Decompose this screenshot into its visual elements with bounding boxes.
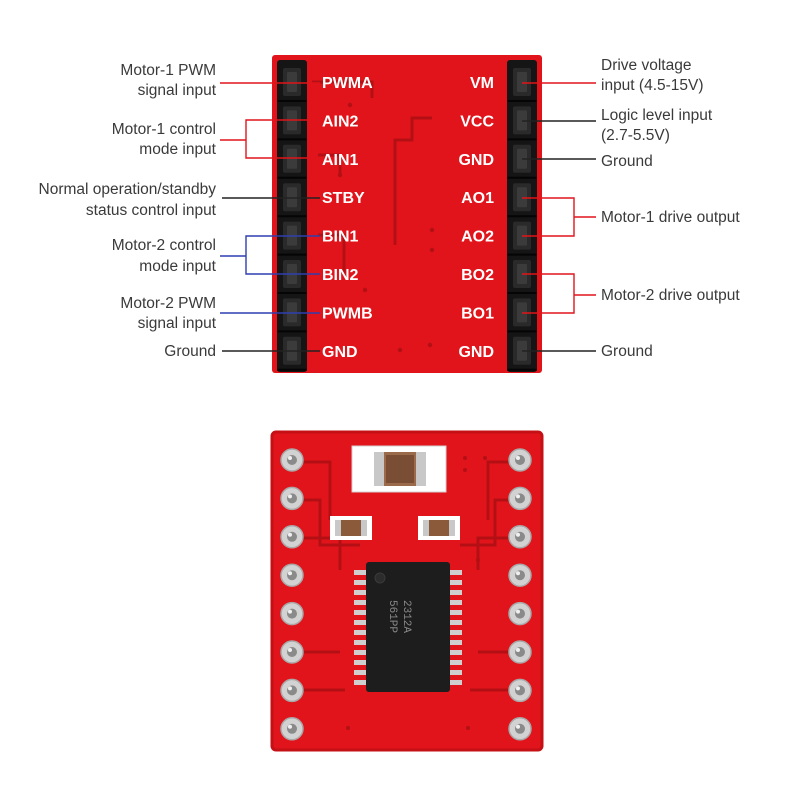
pcb-traces — [312, 80, 432, 275]
solder-pad-icon — [508, 563, 532, 587]
vm-desc-2: input (4.5-15V) — [601, 77, 704, 94]
small-capacitor-left — [330, 516, 372, 540]
motor1-mode-bracket — [220, 119, 320, 159]
solder-pad-icon — [508, 525, 532, 549]
pin-label-left-pwmb: PWMB — [322, 305, 373, 322]
pin-label-left-bin2: BIN2 — [322, 267, 359, 284]
pin-label-left-ain1: AIN1 — [322, 152, 359, 169]
bottom-board-view: 2312A 561PP — [270, 430, 544, 752]
solder-pad-icon — [508, 640, 532, 664]
ground-top-right-desc: Ground — [601, 153, 653, 170]
pwma-desc-2: signal input — [138, 82, 217, 99]
solder-pad-icon — [508, 448, 532, 472]
motor2-out-desc: Motor-2 drive output — [601, 287, 740, 304]
motor1-mode-desc-2: mode input — [139, 141, 216, 158]
stby-desc: Normal operation/standby — [39, 181, 217, 198]
right-callouts: Drive voltage input (4.5-15V) Logic leve… — [522, 57, 740, 360]
pin-label-right-gnd: GND — [458, 344, 494, 361]
pin-label-right-ao1: AO1 — [461, 190, 494, 207]
pin-label-left-bin1: BIN1 — [322, 229, 359, 246]
vcc-desc-2: (2.7-5.5V) — [601, 127, 670, 144]
solder-pad-icon — [280, 601, 304, 626]
ground-bottom-right-desc: Ground — [601, 343, 653, 360]
left-solder-pads — [280, 448, 304, 741]
solder-pad-icon — [508, 717, 532, 741]
pin-label-left-stby: STBY — [322, 190, 365, 207]
small-capacitor-right — [418, 516, 460, 540]
motor1-out-bracket — [522, 197, 596, 237]
chip-marking-1: 2312A — [400, 600, 412, 633]
top-pcb-board — [272, 55, 542, 373]
solder-pad-icon — [280, 640, 304, 664]
ic-chip-icon: 2312A 561PP — [366, 562, 450, 692]
solder-pad-icon — [508, 601, 532, 626]
pwmb-desc-2: signal input — [138, 315, 217, 332]
left-callouts: Motor-1 PWM signal input Motor-1 control… — [39, 62, 320, 360]
left-header-pin — [277, 68, 307, 102]
stby-desc-2: status control input — [86, 202, 217, 219]
vcc-desc: Logic level input — [601, 107, 713, 124]
solder-pad-icon — [280, 525, 304, 549]
pin-label-left-pwma: PWMA — [322, 75, 373, 92]
solder-pad-icon — [280, 563, 304, 587]
right-header-pin — [507, 183, 537, 218]
vm-desc: Drive voltage — [601, 57, 691, 74]
smd-capacitor-icon — [374, 452, 426, 486]
solder-pad-icon — [280, 717, 304, 741]
chip-pin1-dot — [374, 572, 386, 584]
right-pin-header — [507, 60, 537, 372]
pin-label-right-ao2: AO2 — [461, 229, 494, 246]
left-header-pin — [277, 183, 307, 218]
solder-pad-icon — [280, 486, 304, 511]
pwma-desc: Motor-1 PWM — [120, 62, 216, 79]
chip-body — [366, 562, 450, 692]
motor2-mode-desc-2: mode input — [139, 258, 216, 275]
pwmb-desc: Motor-2 PWM — [120, 295, 216, 312]
pin-label-left-gnd: GND — [322, 344, 358, 361]
solder-pad-icon — [508, 486, 532, 511]
pin-label-left-ain2: AIN2 — [322, 113, 359, 130]
solder-pad-icon — [280, 678, 304, 703]
motor1-out-desc: Motor-1 drive output — [601, 209, 740, 226]
motor2-mode-desc: Motor-2 control — [112, 237, 216, 254]
board-edge-shade — [270, 430, 544, 752]
right-header-pin — [507, 68, 537, 102]
ground-left-desc: Ground — [164, 343, 216, 360]
motor1-mode-desc: Motor-1 control — [112, 121, 216, 138]
left-pin-header — [277, 60, 307, 372]
pin-label-right-gnd: GND — [458, 152, 494, 169]
motor2-out-bracket — [522, 273, 596, 314]
pin-label-right-bo1: BO1 — [461, 305, 494, 322]
pin-label-right-bo2: BO2 — [461, 267, 494, 284]
motor2-mode-bracket — [220, 235, 320, 275]
right-solder-pads — [508, 448, 532, 741]
solder-pad-icon — [508, 678, 532, 703]
pin-label-right-vcc: VCC — [460, 113, 494, 130]
chip-marking-2: 561PP — [386, 600, 398, 633]
left-header-pin — [277, 144, 307, 179]
chip-leads — [354, 570, 462, 685]
pcb-vias — [337, 102, 435, 353]
pin-label-right-vm: VM — [470, 75, 494, 92]
solder-pad-icon — [280, 448, 304, 472]
